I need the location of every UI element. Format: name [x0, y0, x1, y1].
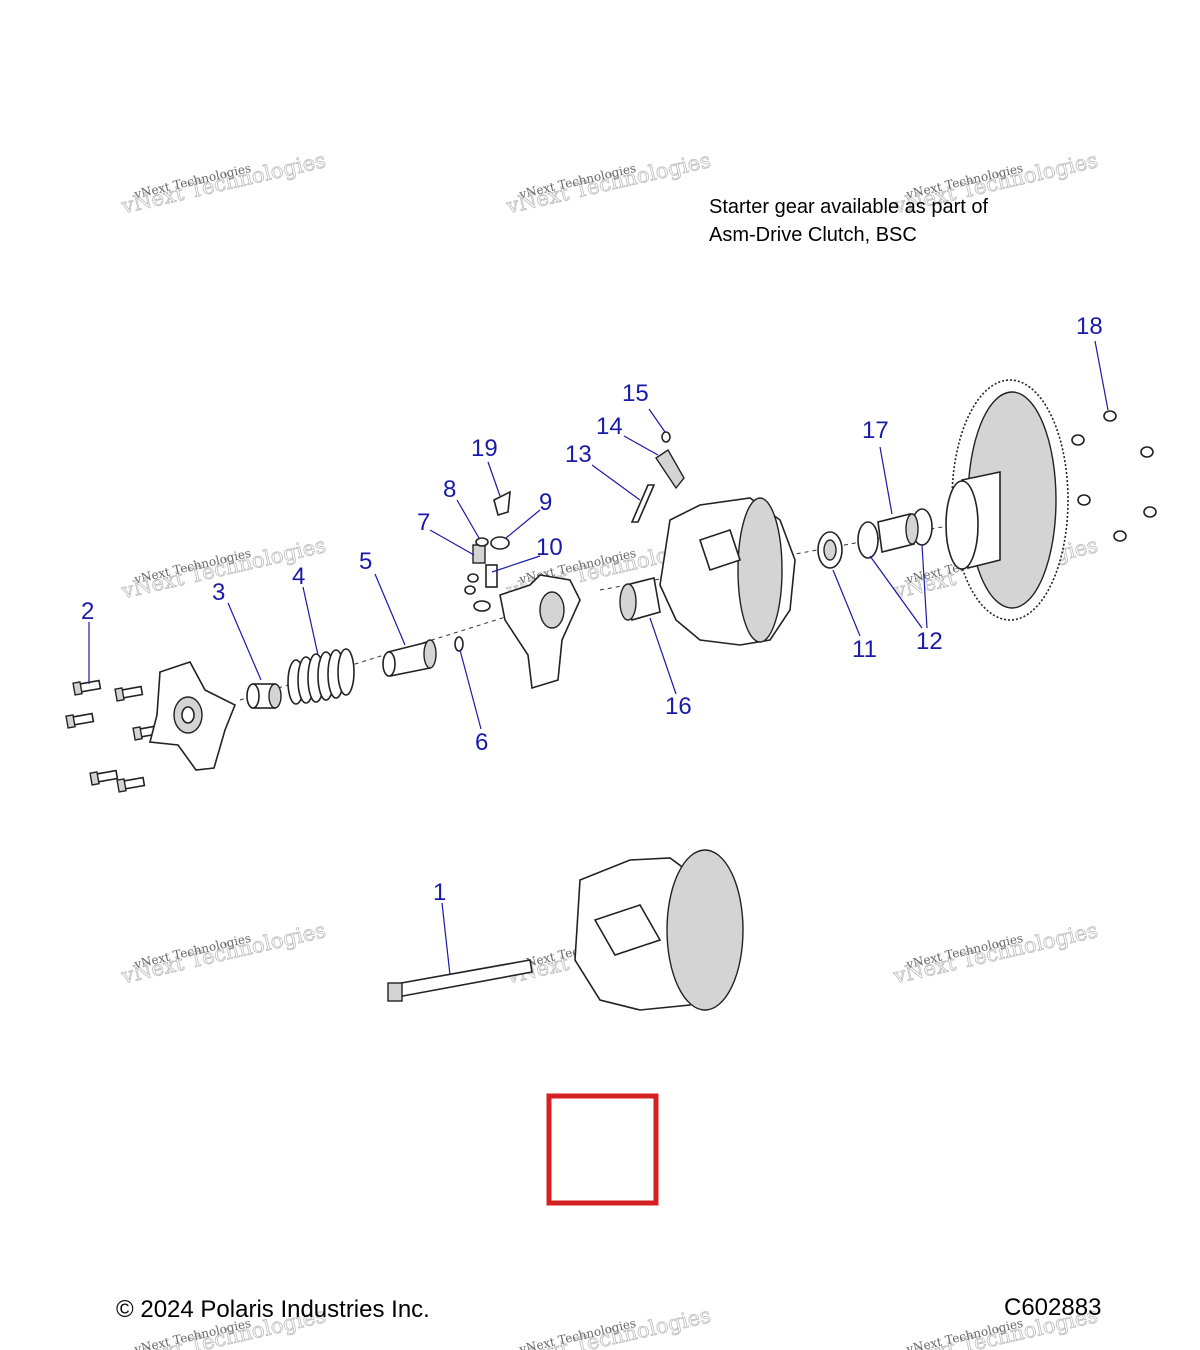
watermarks: vNext Technologies vNext Technologies vN…	[118, 148, 1100, 1350]
callout-13: 13	[565, 441, 592, 468]
callout-2: 2	[81, 598, 94, 625]
part-weight-arm	[630, 431, 685, 523]
part-screws	[1071, 410, 1157, 542]
callout-18: 18	[1076, 313, 1103, 340]
leader-lines	[88, 340, 1109, 976]
figure-id: C602883	[1004, 1294, 1102, 1321]
starter-gear-note: Starter gear available as part of Asm-Dr…	[709, 193, 988, 249]
callout-6: 6	[475, 729, 488, 756]
part-bushing	[246, 683, 282, 709]
marker-box	[546, 1093, 659, 1206]
callout-17: 17	[862, 417, 889, 444]
callout-9: 9	[539, 489, 552, 516]
part-sleeve	[382, 639, 437, 677]
callout-14: 14	[596, 413, 623, 440]
callout-16: 16	[665, 693, 692, 720]
callout-12: 12	[916, 628, 943, 655]
part-spider-plate	[148, 661, 237, 771]
callout-3: 3	[212, 579, 225, 606]
part-assembled-clutch	[387, 849, 744, 1011]
callout-7: 7	[417, 509, 430, 536]
watermark: vNext Technologies vNext Technologies	[118, 918, 328, 989]
part-small-hardware	[464, 490, 511, 612]
watermark: vNext Technologies vNext Technologies	[503, 148, 713, 219]
part-bearing-sleeve	[619, 577, 661, 622]
part-rings	[857, 508, 933, 559]
part-stationary-sheave	[945, 379, 1069, 621]
part-o-ring	[454, 636, 464, 652]
part-moveable-sheave	[659, 497, 796, 646]
callout-15: 15	[622, 380, 649, 407]
part-spring	[287, 648, 355, 705]
note-line-2: Asm-Drive Clutch, BSC	[709, 224, 917, 246]
copyright-text: © 2024 Polaris Industries Inc.	[116, 1296, 430, 1323]
watermark: vNext Technologies vNext Technologies	[890, 918, 1100, 989]
part-bolts	[65, 679, 162, 793]
callout-4: 4	[292, 563, 305, 590]
callout-labels: 1 2 3 4 5 6 7 8 9 10 11 12 13 14 15 16 1…	[81, 313, 1103, 906]
callout-1: 1	[433, 879, 446, 906]
watermark: vNext Technologies vNext Technologies	[118, 148, 328, 219]
callout-11: 11	[852, 636, 877, 663]
part-spider-hub	[499, 574, 581, 690]
callout-10: 10	[536, 534, 563, 561]
note-line-1: Starter gear available as part of	[709, 196, 989, 218]
callout-19: 19	[471, 435, 498, 462]
part-bearing	[817, 531, 843, 569]
callout-5: 5	[359, 548, 372, 575]
callout-8: 8	[443, 476, 456, 503]
watermark: vNext Technologies vNext Technologies	[503, 1303, 713, 1350]
